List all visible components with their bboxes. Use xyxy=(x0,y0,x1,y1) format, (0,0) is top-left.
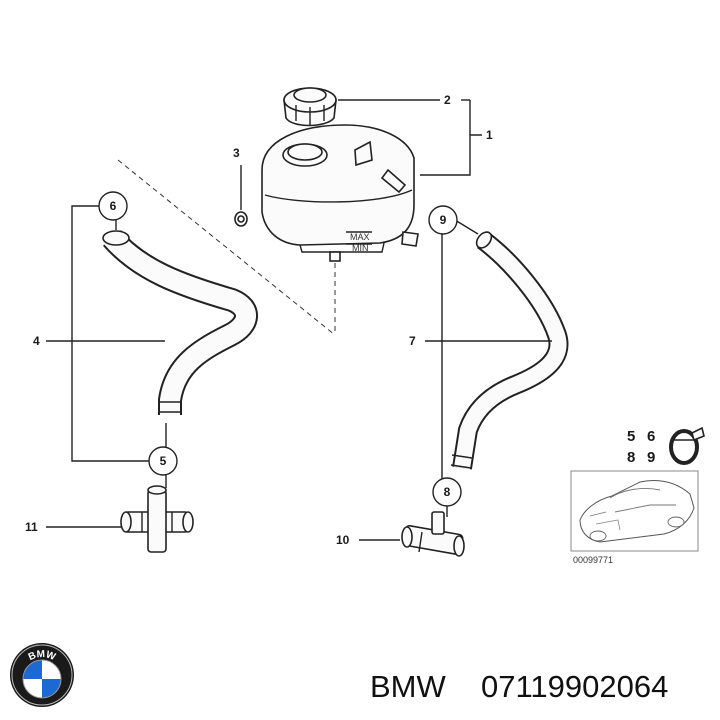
callout-11: 11 xyxy=(25,520,38,534)
bmw-logo: BMW xyxy=(10,643,74,707)
connector-left xyxy=(120,485,194,553)
connector-right xyxy=(401,511,465,557)
svg-text:6: 6 xyxy=(110,199,117,213)
car-icon xyxy=(579,480,695,543)
svg-text:5: 5 xyxy=(160,454,167,468)
car-location-inset: 00099771 xyxy=(570,470,699,565)
callout-2: 2 xyxy=(444,93,451,107)
expansion-tank: MAX MIN xyxy=(261,124,419,262)
callout-1: 1 xyxy=(486,128,493,142)
footer-brand: BMW xyxy=(370,669,447,704)
callout-4: 4 xyxy=(33,334,40,348)
leader-lines xyxy=(46,99,552,541)
legend-9: 9 xyxy=(647,449,655,466)
callout-9: 9 xyxy=(428,205,458,235)
callout-6: 6 xyxy=(98,191,128,221)
svg-text:9: 9 xyxy=(440,213,447,227)
legend-6: 6 xyxy=(647,428,655,445)
tank-min-mark: MIN xyxy=(352,243,369,253)
assembly-dashed-lines xyxy=(117,159,336,336)
hose-left xyxy=(102,229,258,415)
callout-7: 7 xyxy=(409,334,416,348)
legend-8: 8 xyxy=(627,449,635,466)
clamp-legend: 5 6 8 9 xyxy=(627,426,705,466)
footer-part-number: 07119902064 xyxy=(481,669,668,704)
callout-10: 10 xyxy=(336,533,350,547)
logo-letters: BMW xyxy=(27,649,58,663)
hose-clamp-icon xyxy=(669,426,705,465)
tank-max-mark: MAX xyxy=(350,232,370,242)
svg-text:8: 8 xyxy=(444,485,451,499)
filler-cap xyxy=(283,87,337,127)
inset-ref-number: 00099771 xyxy=(573,555,613,565)
callout-5: 5 xyxy=(148,446,178,476)
callout-8: 8 xyxy=(432,477,462,507)
plug xyxy=(234,211,248,227)
svg-text:BMW: BMW xyxy=(27,649,58,663)
legend-5: 5 xyxy=(627,428,635,445)
callout-3: 3 xyxy=(233,146,240,160)
hose-right xyxy=(450,231,569,470)
